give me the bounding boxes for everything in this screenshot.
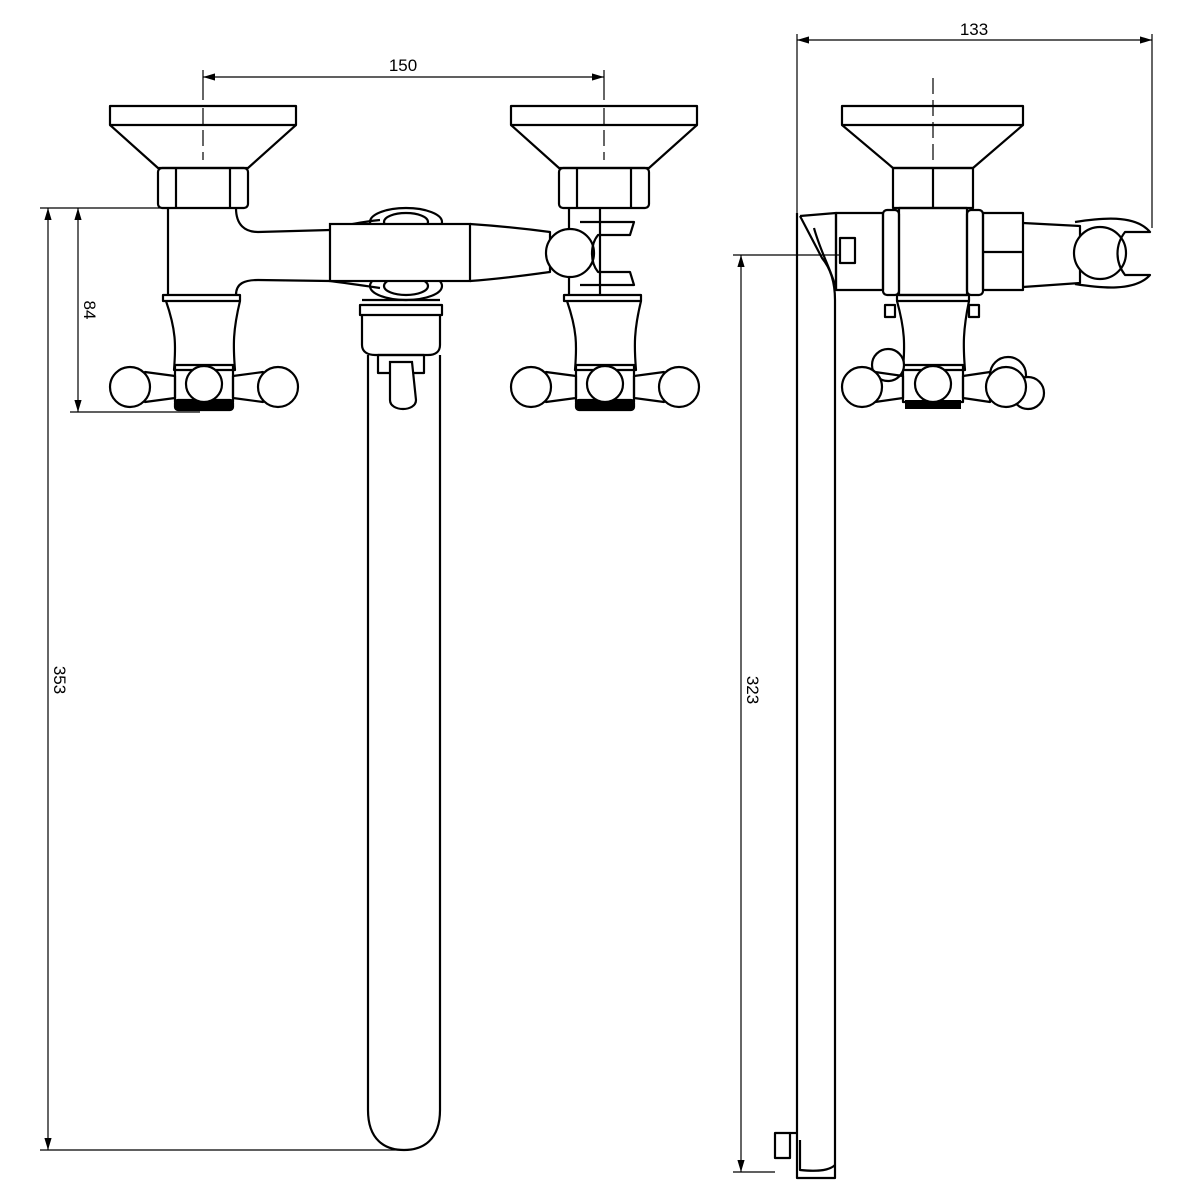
right-valve (509, 104, 701, 412)
dimension-150: 150 (202, 56, 605, 100)
body-arm (234, 206, 636, 302)
dimension-353: 353 (40, 207, 400, 1151)
dimension-label-133: 133 (960, 20, 988, 39)
spout (358, 298, 444, 1152)
dimension-label-84: 84 (80, 301, 99, 320)
dimension-84: 84 (70, 208, 200, 413)
left-valve (108, 104, 300, 412)
dimension-label-150: 150 (389, 56, 417, 75)
dimension-label-353: 353 (50, 666, 69, 694)
front-view: 150 (40, 56, 701, 1152)
dimension-label-323: 323 (743, 676, 762, 704)
dimension-323: 323 (733, 254, 840, 1173)
dimension-133: 133 (796, 20, 1153, 228)
side-view: 133 (733, 20, 1153, 1180)
